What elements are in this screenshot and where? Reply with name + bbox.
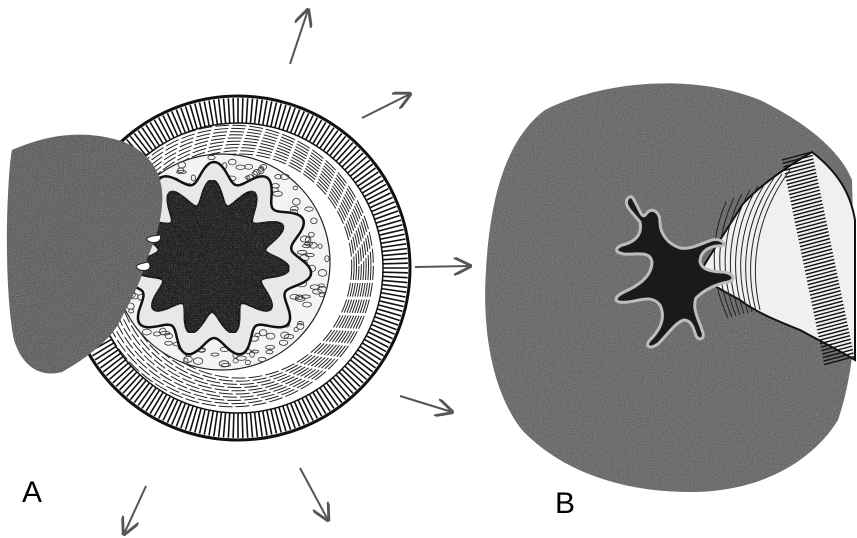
panel-label-a: A: [22, 478, 42, 508]
arrow-down-left-icon: [124, 486, 146, 534]
panel-a: [7, 96, 410, 440]
arrow-right-icon: [415, 266, 470, 267]
panel-label-b: B: [555, 489, 575, 519]
panel-b: [485, 83, 855, 492]
arrow-upper-right-icon: [362, 94, 410, 118]
arrow-up-icon: [290, 10, 308, 64]
arrow-lower-right-icon: [400, 396, 452, 412]
arrow-down-right-icon: [300, 468, 328, 520]
